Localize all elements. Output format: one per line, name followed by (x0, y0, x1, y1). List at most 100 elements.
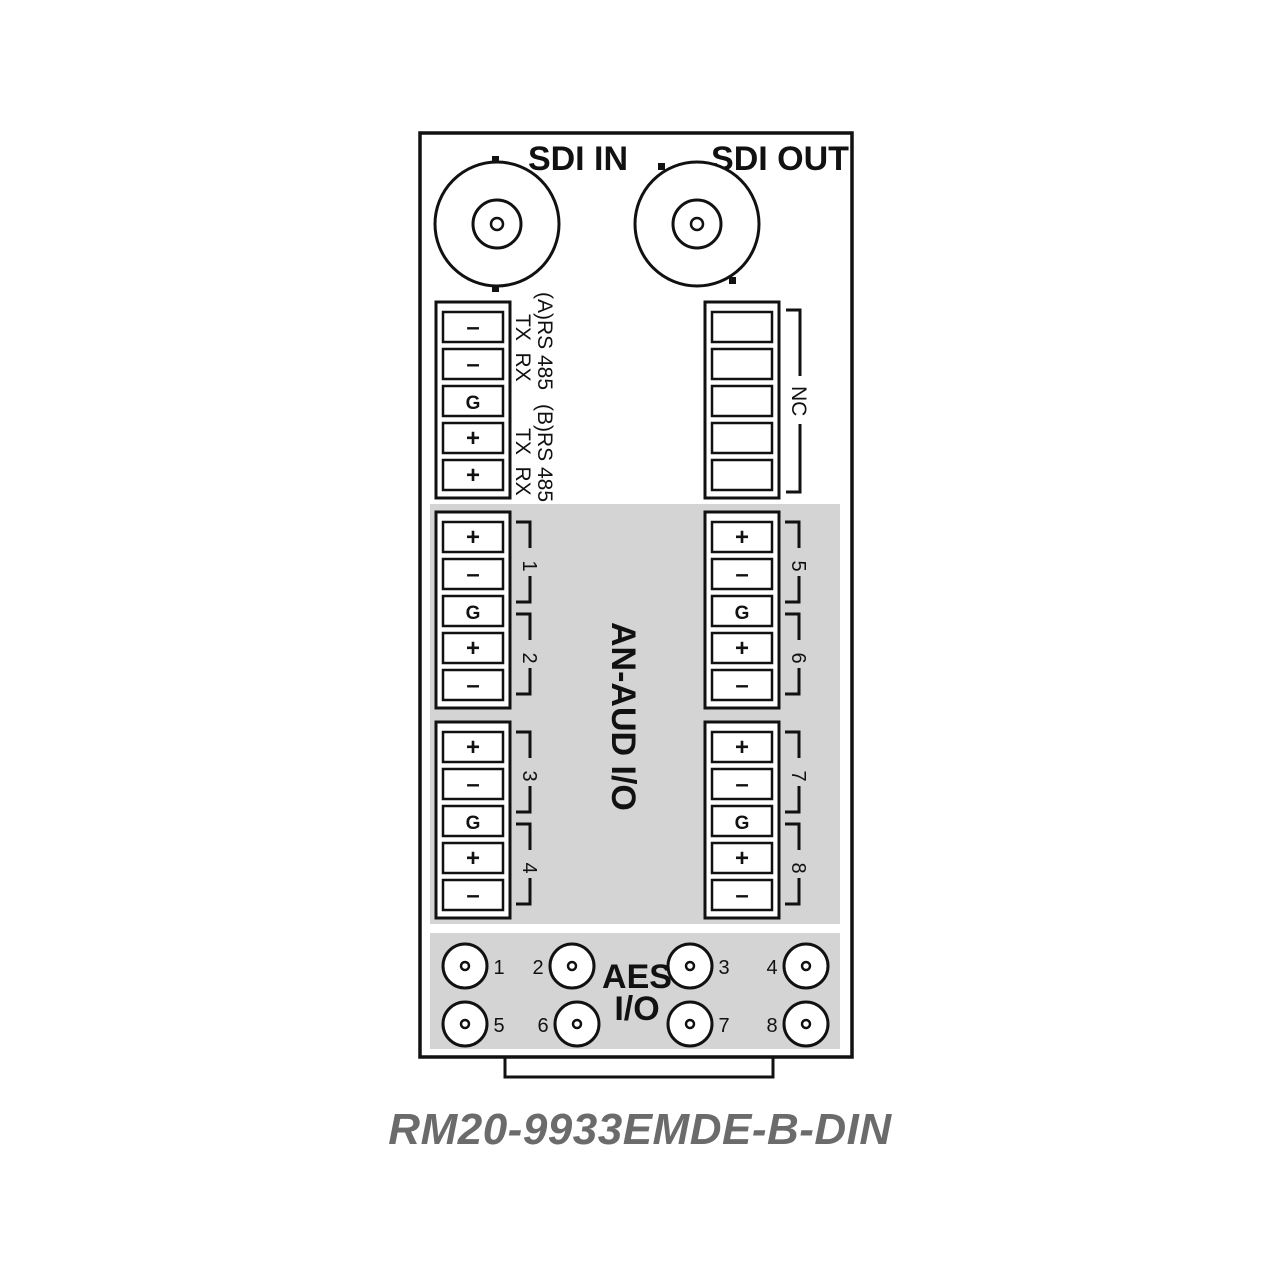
aes-port-label: 4 (766, 957, 777, 979)
nc-pin[interactable] (710, 347, 774, 381)
aes-bnc-port[interactable]: 5 (441, 1000, 505, 1048)
aes-port-label: 3 (718, 957, 729, 979)
aes-bnc-port[interactable]: 3 (666, 942, 730, 990)
audio-pin[interactable]: – (710, 878, 774, 912)
audio-channel-label: 4 (518, 862, 540, 873)
rs485-pin[interactable]: + (441, 421, 505, 455)
aes-bnc-port[interactable]: 7 (666, 1000, 730, 1048)
rs485-a-label: (A)RS 485 (533, 292, 556, 390)
audio-terminal-block: + – G + – 5 6 (703, 510, 809, 710)
aes-bnc-port[interactable]: 4 (766, 942, 830, 990)
aes-bnc-port[interactable]: 1 (441, 942, 505, 990)
audio-pin[interactable]: + (710, 631, 774, 665)
audio-pin-label: – (735, 561, 748, 588)
rs485-a-sub-label: TX RX (511, 314, 534, 382)
audio-pin-label: G (735, 603, 750, 624)
aes-port-label: 6 (537, 1015, 548, 1037)
rs485-b-label: (B)RS 485 (533, 404, 556, 502)
aes-bnc-port[interactable]: 2 (532, 942, 596, 990)
sdi-out-bnc-connector[interactable] (633, 160, 761, 288)
sdi-in-label: SDI IN (528, 140, 628, 178)
audio-pin-label: G (466, 813, 481, 834)
audio-channel-label: 6 (787, 652, 809, 663)
audio-channel-label: 3 (518, 770, 540, 781)
aes-port-group: 1 2 3 4 5 6 7 8 (441, 942, 830, 1048)
audio-pin-label: + (466, 845, 480, 872)
audio-terminal-block: + – G + – 7 8 (703, 720, 809, 920)
audio-pin[interactable]: + (441, 631, 505, 665)
audio-pin-label: + (466, 635, 480, 662)
audio-pin[interactable]: – (441, 767, 505, 801)
rs485-terminal-block: – – G + + (434, 300, 512, 500)
audio-pin-label: + (735, 524, 749, 551)
audio-pin[interactable]: – (441, 557, 505, 591)
audio-pin[interactable]: – (710, 557, 774, 591)
audio-pin-label: – (466, 561, 479, 588)
audio-pin-label: + (466, 524, 480, 551)
audio-pin[interactable]: – (710, 767, 774, 801)
audio-pin-label: – (466, 882, 479, 909)
audio-pin[interactable]: + (710, 730, 774, 764)
sdi-in-bnc-connector[interactable] (433, 156, 561, 292)
aes-label: AES (602, 958, 672, 996)
rs485-pin-label: + (466, 425, 480, 452)
rs485-pin[interactable]: – (441, 310, 505, 344)
sdi-out-label: SDI OUT (711, 140, 849, 178)
audio-pin[interactable]: + (441, 730, 505, 764)
aes-port-label: 8 (766, 1015, 777, 1037)
audio-pin-label: G (735, 813, 750, 834)
audio-pin[interactable]: – (441, 668, 505, 702)
audio-pin-label: + (735, 635, 749, 662)
nc-pin[interactable] (710, 421, 774, 455)
rs485-pin-label: – (466, 351, 479, 378)
aes-bnc-port[interactable]: 6 (537, 1000, 601, 1048)
audio-pin[interactable]: – (441, 878, 505, 912)
audio-terminal-block: + – G + – 3 4 (434, 720, 540, 920)
audio-channel-label: 7 (787, 770, 809, 781)
audio-channel-label: 1 (518, 560, 540, 571)
model-number: RM20-9933EMDE-B-DIN (388, 1105, 892, 1154)
aes-port-label: 2 (532, 957, 543, 979)
aes-port-label: 5 (493, 1015, 504, 1037)
nc-pin[interactable] (710, 310, 774, 344)
audio-pin[interactable]: G (710, 594, 774, 628)
aes-io-label: I/O (614, 990, 659, 1028)
rs485-b-sub-label: TX RX (511, 428, 534, 496)
audio-pin-label: G (466, 603, 481, 624)
audio-pin-label: + (735, 734, 749, 761)
audio-terminal-block: + – G + – 1 2 (434, 510, 540, 710)
rs485-pin[interactable]: + (441, 458, 505, 492)
nc-terminal-block: NC (703, 300, 810, 500)
aes-port-label: 7 (718, 1015, 729, 1037)
audio-pin[interactable]: + (441, 520, 505, 554)
rs485-pin[interactable]: G (441, 384, 505, 418)
audio-channel-label: 2 (518, 652, 540, 663)
analog-audio-label: AN-AUD I/O (604, 622, 642, 811)
aes-section (430, 933, 840, 1049)
audio-pin[interactable]: G (441, 804, 505, 838)
audio-pin[interactable]: – (710, 668, 774, 702)
audio-pin-label: – (735, 882, 748, 909)
audio-pin[interactable]: + (710, 841, 774, 875)
nc-pin[interactable] (710, 384, 774, 418)
aes-bnc-port[interactable]: 8 (766, 1000, 830, 1048)
audio-channel-label: 5 (787, 560, 809, 571)
audio-pin-label: – (735, 771, 748, 798)
audio-pin-label: + (466, 734, 480, 761)
rs485-pin-label: – (466, 314, 479, 341)
nc-pin[interactable] (710, 458, 774, 492)
audio-pin[interactable]: + (710, 520, 774, 554)
aes-port-label: 1 (493, 957, 504, 979)
audio-pin[interactable]: + (441, 841, 505, 875)
audio-pin-label: – (466, 672, 479, 699)
audio-pin[interactable]: G (441, 594, 505, 628)
nc-label: NC (787, 386, 810, 416)
analog-audio-terminal-blocks: + – G + – 1 2 + – G + – 5 6 + – G + – 3 4 + – G + – 7 8 (434, 510, 809, 920)
audio-channel-label: 8 (787, 862, 809, 873)
audio-pin-label: – (735, 672, 748, 699)
rs485-pin[interactable]: – (441, 347, 505, 381)
rs485-labels: (A)RS 485 TX RX (B)RS 485 TX RX (511, 292, 556, 502)
audio-pin-label: + (735, 845, 749, 872)
audio-pin[interactable]: G (710, 804, 774, 838)
